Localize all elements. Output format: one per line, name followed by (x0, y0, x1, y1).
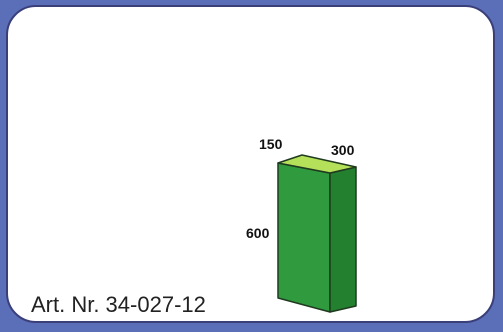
dimension-width-label: 300 (331, 142, 355, 158)
block-front-face (277, 162, 331, 313)
figure-frame (6, 5, 495, 323)
dimension-height-label: 600 (246, 225, 270, 241)
article-number: Art. Nr. 34-027-12 (31, 292, 206, 317)
block-top-face (277, 154, 357, 174)
block-side-face (329, 166, 357, 313)
dimension-depth-label: 150 (259, 136, 283, 152)
